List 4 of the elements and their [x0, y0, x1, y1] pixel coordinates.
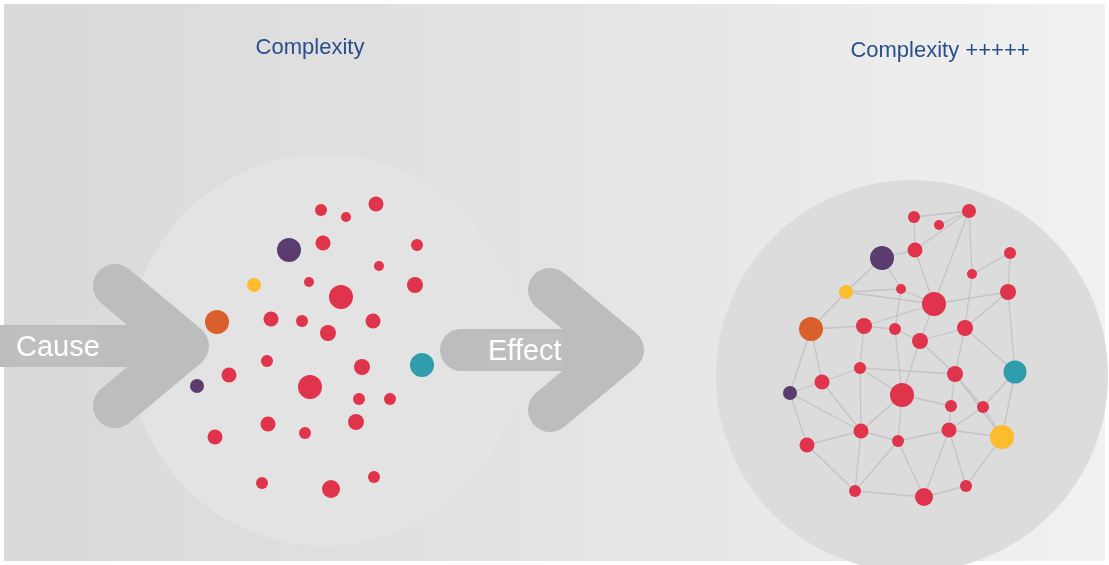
heading: Complexity +++++	[850, 37, 1030, 63]
arrow	[440, 268, 644, 432]
arrow	[0, 264, 209, 428]
heading: Complexity	[255, 34, 365, 60]
